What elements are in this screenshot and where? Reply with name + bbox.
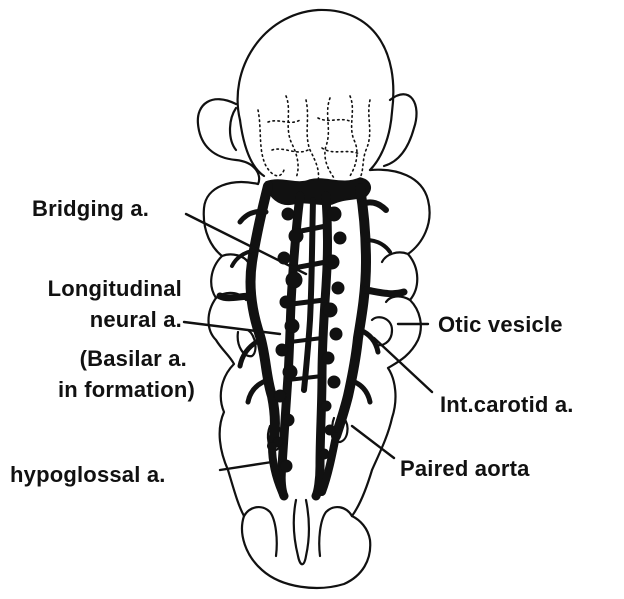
leader-int-carotid	[374, 338, 432, 392]
vessels	[220, 178, 404, 496]
label-otic-vesicle: Otic vesicle	[438, 312, 563, 338]
label-basilar-line2: in formation)	[10, 377, 195, 403]
label-basilar-line1: (Basilar a.	[10, 346, 187, 372]
label-longitudinal-neural-artery-line1: Longitudinal	[10, 276, 182, 302]
label-longitudinal-neural-artery-line2: neural a.	[10, 307, 182, 333]
leader-hypoglossal	[220, 462, 272, 470]
label-paired-aorta: Paired aorta	[400, 456, 530, 482]
leader-longitudinal	[184, 322, 280, 334]
dotted-capillaries	[258, 96, 370, 182]
label-hypoglossal-artery: hypoglossal a.	[10, 462, 166, 488]
label-internal-carotid-artery: Int.carotid a.	[440, 392, 574, 418]
leader-bridging	[186, 214, 306, 274]
label-bridging-artery: Bridging a.	[32, 196, 149, 222]
